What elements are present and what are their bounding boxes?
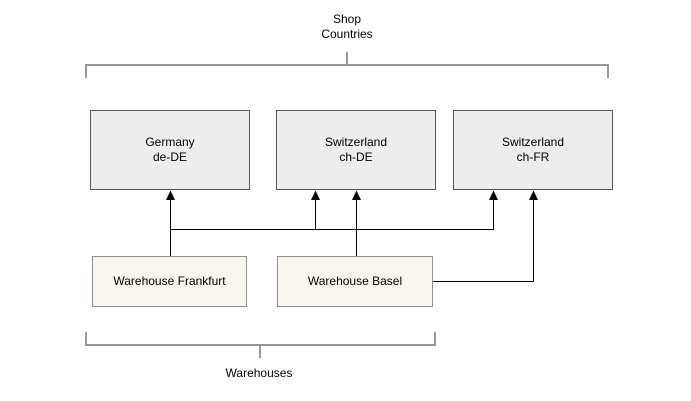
shop-name: Switzerland	[324, 135, 388, 149]
shop-box-germany-de-de: Germany de-DE	[90, 110, 250, 190]
shop-locale: de-DE	[152, 150, 187, 164]
shop-countries-label-line1: Shop	[332, 12, 362, 26]
arrowhead-ch-fr-left	[489, 190, 498, 200]
shop-locale: ch-DE	[339, 150, 373, 164]
warehouse-label: Warehouse Frankfurt	[113, 274, 226, 288]
top-bracket	[85, 64, 609, 78]
warehouse-box-frankfurt: Warehouse Frankfurt	[92, 256, 247, 307]
warehouse-label: Warehouse Basel	[307, 274, 403, 288]
shop-name: Switzerland	[501, 135, 565, 149]
shop-box-switzerland-ch-fr: Switzerland ch-FR	[453, 110, 613, 190]
shop-locale: ch-FR	[516, 150, 550, 164]
arrowhead-ch-de-right	[352, 190, 361, 200]
shop-countries-group-label: Shop Countries	[277, 12, 417, 42]
arrowhead-germany	[166, 190, 175, 200]
shop-name: Germany	[145, 135, 195, 149]
arrowhead-ch-de-left	[311, 190, 320, 200]
edge-basel-to-ch-fr	[433, 198, 534, 282]
bottom-bracket	[85, 332, 436, 346]
warehouse-box-basel: Warehouse Basel	[277, 256, 433, 307]
edge-frankfurt-branch-to-ch-fr	[170, 198, 494, 230]
arrowhead-ch-fr-right	[529, 190, 538, 200]
warehouses-group-label: Warehouses	[225, 366, 293, 380]
shop-countries-label-line2: Countries	[321, 27, 373, 41]
shop-box-switzerland-ch-de: Switzerland ch-DE	[276, 110, 436, 190]
